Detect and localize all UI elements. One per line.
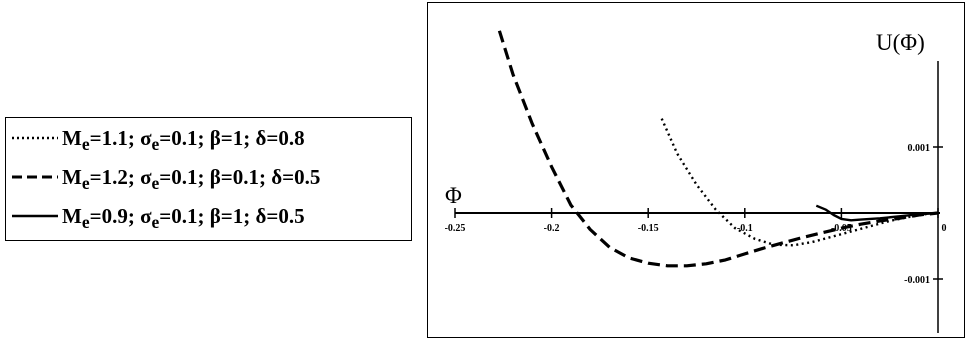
y-ticks: 0.001 -0.001 — [904, 143, 943, 286]
x-tick-label: -0.15 — [638, 223, 659, 234]
y-axis-title: U(Φ) — [876, 30, 925, 55]
x-tick-label: -0.1 — [737, 223, 753, 234]
legend-swatch-solid — [12, 214, 58, 218]
y-tick-label: 0.001 — [908, 143, 931, 154]
y-tick-label: -0.001 — [904, 275, 930, 286]
series-layer — [497, 30, 939, 268]
legend-item-series-3: Me=0.9; σe=0.1; β=1; δ=0.5 — [6, 201, 411, 235]
series-line-dashed — [497, 30, 939, 268]
legend-swatch-dashed — [12, 175, 58, 179]
legend-item-series-1: Me=1.1; σe=0.1; β=1; δ=0.8 — [6, 123, 411, 157]
x-tick-label: -0.2 — [544, 223, 560, 234]
legend-item-series-2: Me=1.2; σe=0.1; β=0.1; δ=0.5 — [6, 162, 411, 196]
x-axis-title: Φ — [445, 183, 462, 208]
legend-label: Me=1.1; σe=0.1; β=1; δ=0.8 — [62, 126, 305, 155]
chart-legend: Me=1.1; σe=0.1; β=1; δ=0.8 Me=1.2; σe=0.… — [5, 117, 412, 241]
legend-label: Me=1.2; σe=0.1; β=0.1; δ=0.5 — [62, 165, 321, 194]
series-line-dotted — [660, 118, 939, 247]
legend-label: Me=0.9; σe=0.1; β=1; δ=0.5 — [62, 204, 305, 233]
legend-swatch-dotted — [12, 136, 58, 140]
x-tick-label: -0.25 — [445, 223, 466, 234]
x-tick-label: 0 — [942, 223, 947, 234]
series-line-solid — [815, 204, 939, 222]
